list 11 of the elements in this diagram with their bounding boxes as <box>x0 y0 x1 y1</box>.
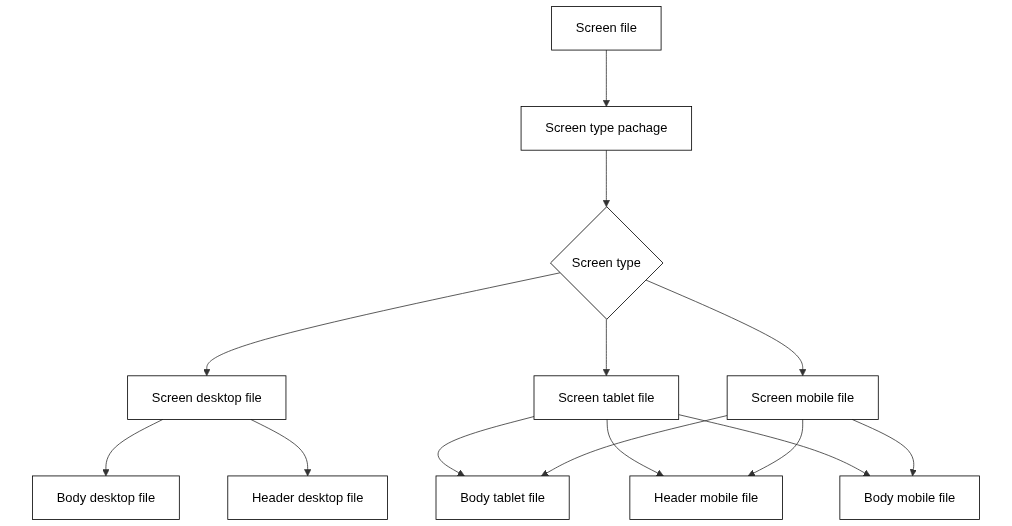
node-box: Header desktop file <box>227 475 388 520</box>
node-box: Screen file <box>551 6 662 51</box>
node-box: Screen tablet file <box>533 375 680 420</box>
node-box: Screen desktop file <box>127 375 287 420</box>
node-box: Screen mobile file <box>726 375 879 420</box>
node-diamond: Screen type <box>550 206 664 320</box>
node-box: Screen type pachage <box>520 106 693 151</box>
node-box: Body desktop file <box>32 475 180 520</box>
node-box: Header mobile file <box>629 475 783 520</box>
node-box: Body tablet file <box>435 475 570 520</box>
node-box: Body mobile file <box>839 475 980 520</box>
